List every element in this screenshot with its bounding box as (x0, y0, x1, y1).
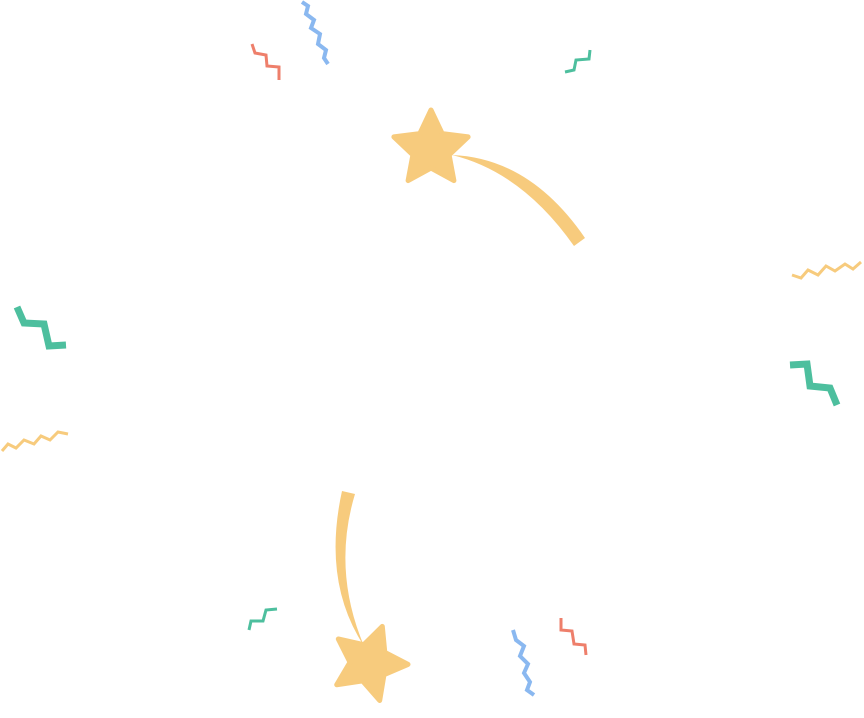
squiggle-green-left (13, 305, 67, 350)
squiggle-blue-bottom (511, 629, 536, 697)
squiggle-yellow-right (791, 260, 862, 280)
squiggle-red-top (250, 43, 281, 80)
squiggle-green-bottom-left (247, 607, 278, 631)
squiggle-red-bottom (559, 618, 588, 656)
squiggle-yellow-left (0, 430, 69, 452)
squiggle-green-top-right (564, 49, 592, 74)
squiggle-blue-top (300, 0, 330, 66)
squiggle-green-right (789, 360, 841, 407)
star-icon-top (391, 107, 471, 184)
shooting-star-tail-top (452, 155, 585, 246)
shooting-star-tail-bottom (335, 491, 364, 646)
star-icon-bottom (334, 623, 411, 703)
